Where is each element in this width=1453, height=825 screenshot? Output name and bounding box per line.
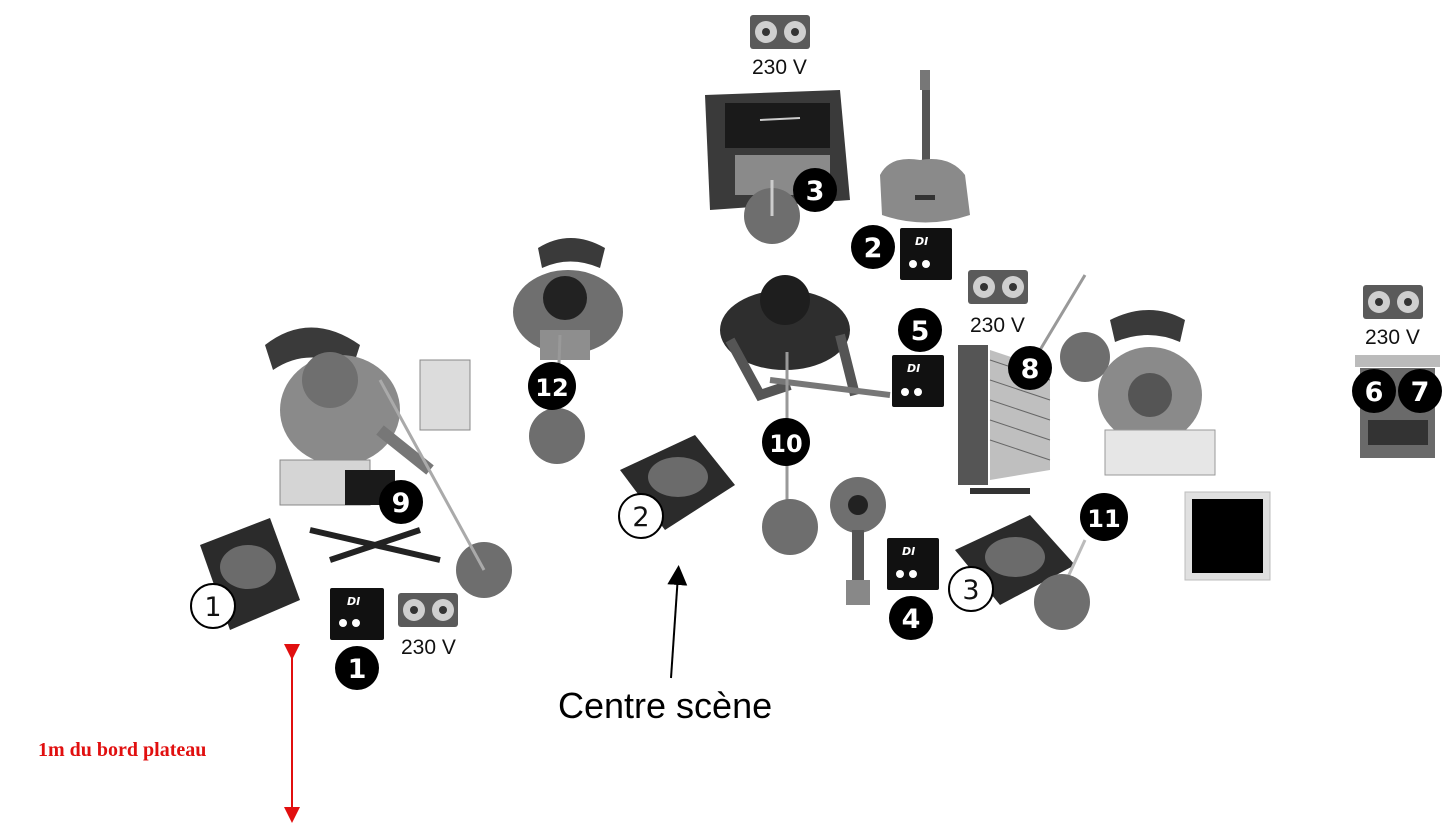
di-box-5: DI xyxy=(892,355,944,407)
svg-text:11: 11 xyxy=(1087,505,1120,533)
svg-text:3: 3 xyxy=(806,176,825,207)
svg-text:7: 7 xyxy=(1411,377,1430,408)
left-keyboard-player-figure xyxy=(280,352,434,475)
svg-text:2: 2 xyxy=(632,502,649,533)
black-square-element xyxy=(1184,491,1271,581)
outlet-label: 230 V xyxy=(401,636,456,659)
centre-scene-label: Centre scène xyxy=(558,685,772,726)
svg-text:12: 12 xyxy=(535,374,568,402)
mic-stand-base xyxy=(762,499,818,555)
di-box-4: DI xyxy=(887,538,939,590)
bass-player-figure xyxy=(720,275,891,402)
power-outlet-right: 230 V xyxy=(1363,285,1423,349)
power-outlet-bottom: 230 V xyxy=(398,593,458,659)
channel-badge-8: 8 xyxy=(1008,346,1052,390)
mic-stand-base xyxy=(1060,332,1110,382)
outlet-label: 230 V xyxy=(970,314,1025,337)
channel-badge-5: 5 xyxy=(898,308,942,352)
di-box-1: DI xyxy=(330,588,384,640)
svg-text:2: 2 xyxy=(864,233,883,264)
channel-badge-2: 2 xyxy=(851,225,895,269)
edge-distance-label: 1m du bord plateau xyxy=(38,739,206,761)
svg-text:4: 4 xyxy=(902,604,921,635)
channel-badge-10: 10 xyxy=(762,418,810,466)
channel-badge-1: 1 xyxy=(335,646,379,690)
stool xyxy=(1110,310,1185,342)
channel-badge-11: 11 xyxy=(1080,493,1128,541)
di-box-2: DI xyxy=(900,228,952,280)
di-label: DI xyxy=(347,595,360,608)
svg-text:8: 8 xyxy=(1021,354,1040,385)
svg-text:6: 6 xyxy=(1365,377,1384,408)
svg-text:10: 10 xyxy=(769,430,802,458)
bass-guitar-icon xyxy=(880,70,970,223)
svg-text:1: 1 xyxy=(204,592,221,623)
channel-badge-6: 6 xyxy=(1352,369,1396,413)
keyboard-player-figure xyxy=(513,270,623,360)
centre-arrow xyxy=(667,565,688,679)
mic-stand-base xyxy=(1034,574,1090,630)
monitor-badge-1: 1 xyxy=(190,583,236,629)
svg-text:3: 3 xyxy=(962,575,979,606)
channel-badge-3: 3 xyxy=(793,168,837,212)
outlet-label: 230 V xyxy=(752,56,807,79)
svg-text:5: 5 xyxy=(911,316,930,347)
outlet-label: 230 V xyxy=(1365,326,1420,349)
channel-badge-4: 4 xyxy=(889,596,933,640)
monitor-badge-2: 2 xyxy=(618,493,664,539)
di-label: DI xyxy=(907,362,920,375)
svg-text:9: 9 xyxy=(392,488,411,519)
percussion-player-figure xyxy=(1098,347,1216,476)
acoustic-guitar-icon xyxy=(830,477,886,605)
mic-stand-base xyxy=(529,408,585,464)
monitor-badge-3: 3 xyxy=(948,566,994,612)
di-label: DI xyxy=(915,235,928,248)
di-label: DI xyxy=(902,545,915,558)
channel-badge-9: 9 xyxy=(379,480,423,524)
channel-badge-12: 12 xyxy=(528,362,576,410)
stool xyxy=(538,238,605,268)
power-outlet-center: 230 V xyxy=(968,270,1028,337)
svg-text:1: 1 xyxy=(348,654,367,685)
channel-badge-7: 7 xyxy=(1398,369,1442,413)
power-outlet-top: 230 V xyxy=(750,15,810,79)
keyboard-stand xyxy=(279,359,471,563)
